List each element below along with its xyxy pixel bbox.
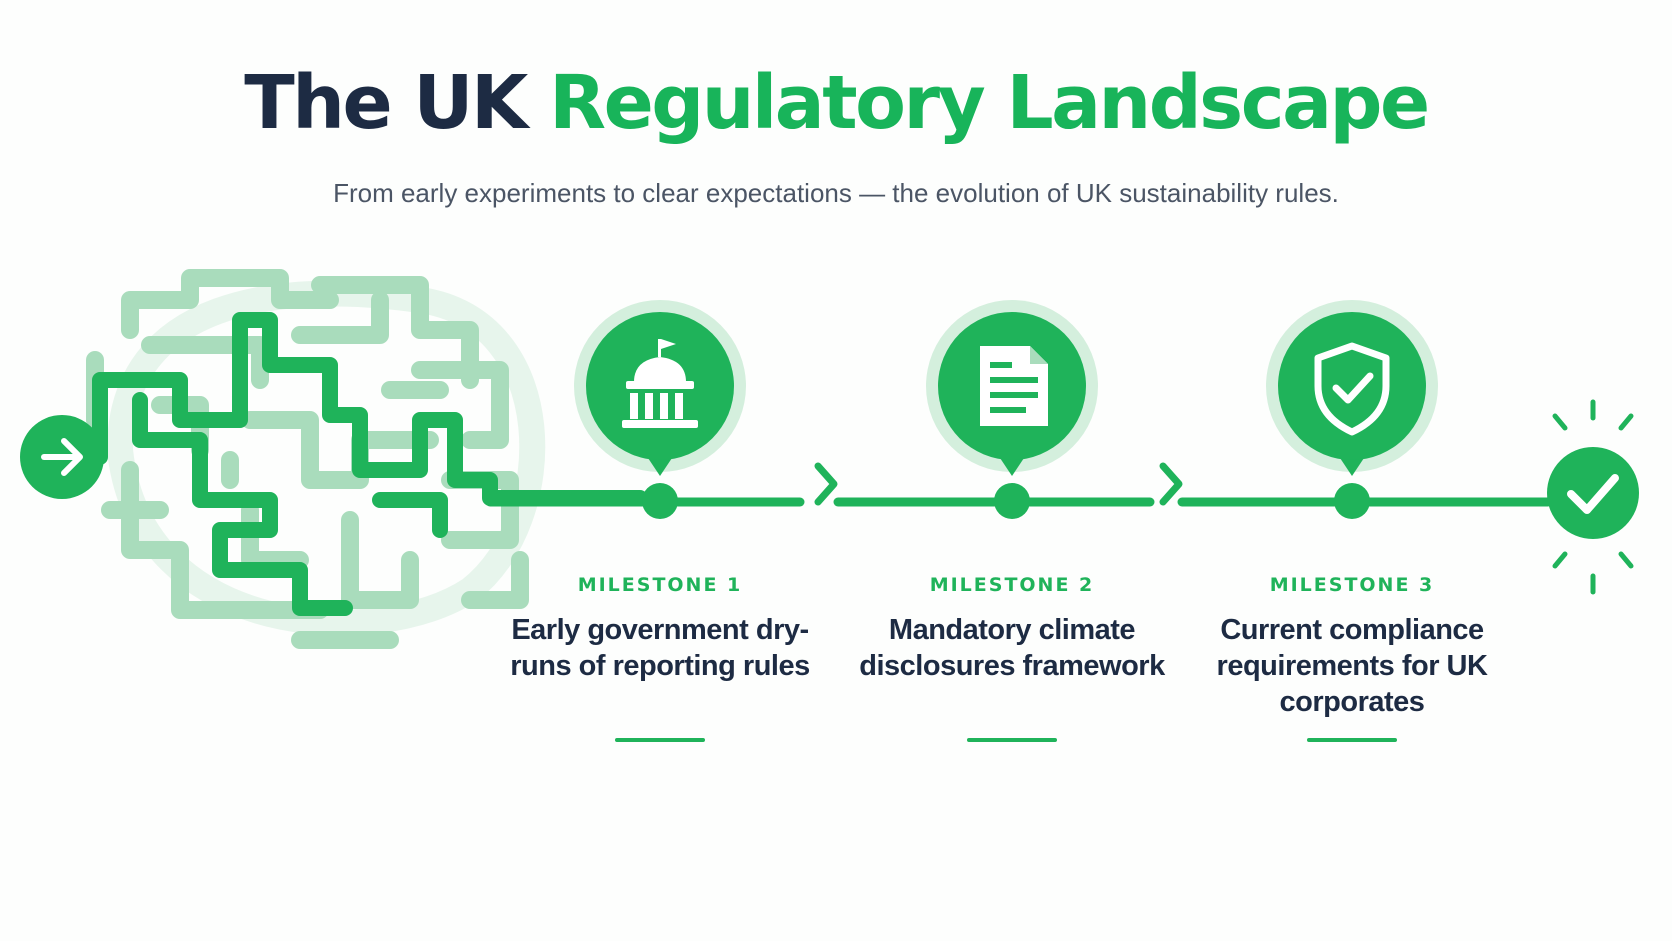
maze-icon [52, 269, 648, 649]
end-node [1547, 399, 1639, 595]
title-dark-part: The UK [244, 60, 528, 146]
start-node [20, 415, 104, 499]
milestone-1-description: Early government dry-runs of reporting r… [510, 614, 810, 682]
milestone-3-divider [1307, 738, 1397, 742]
government-building-icon [622, 339, 698, 428]
shield-check-icon [1314, 342, 1390, 436]
page-subtitle: From early experiments to clear expectat… [333, 178, 1339, 208]
milestone-2-node [926, 300, 1098, 519]
milestone-3-label: MILESTONE 3 [1269, 574, 1435, 596]
milestone-3-description: Current compliance requirements for UK c… [1216, 614, 1488, 718]
milestone-3-node [1266, 300, 1438, 519]
chevron-right-icon [1159, 462, 1183, 506]
milestone-2-description: Mandatory climate disclosures framework [859, 614, 1165, 682]
title-green-part: Regulatory Landscape [549, 60, 1430, 146]
milestone-1-label: MILESTONE 1 [577, 574, 743, 596]
document-icon [980, 346, 1048, 426]
checkmark-icon [1567, 474, 1619, 514]
milestone-2-label: MILESTONE 2 [929, 574, 1095, 596]
milestone-1-node [574, 300, 746, 519]
chevron-right-icon [814, 462, 838, 506]
page-title: The UK Regulatory Landscape [0, 66, 1672, 140]
milestone-2-divider [967, 738, 1057, 742]
milestone-1-divider [615, 738, 705, 742]
arrow-right-icon [41, 438, 83, 476]
